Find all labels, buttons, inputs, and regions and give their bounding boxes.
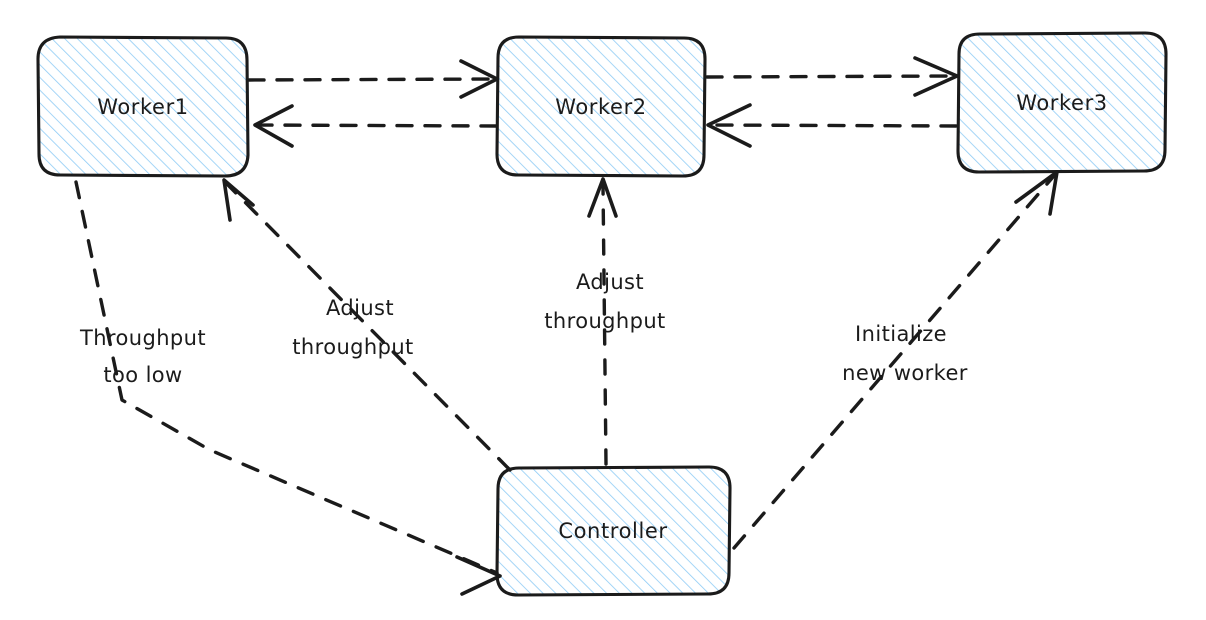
edge-label-adjust-throughput-mid-line2: throughput [544, 309, 665, 333]
edge-worker3-to-worker2[interactable] [706, 103, 958, 148]
node-worker1-label: Worker1 [97, 95, 189, 119]
node-controller-label: Controller [558, 519, 667, 543]
node-worker2[interactable]: Worker2 [495, 35, 707, 178]
node-worker1[interactable]: Worker1 [36, 35, 250, 178]
edge-worker1-to-worker2-arrowhead [459, 59, 499, 99]
edge-controller-to-worker1-line [226, 183, 512, 472]
edge-worker2-to-worker1-line [250, 123, 498, 128]
edge-worker2-to-worker1-arrowhead [253, 104, 294, 148]
node-worker3-shape [956, 31, 1168, 174]
edge-controller-to-worker3-arrowhead [1014, 170, 1059, 216]
edge-label-adjust-throughput-mid-line1: Adjust [576, 270, 644, 294]
node-worker3-label: Worker3 [1016, 91, 1108, 115]
edge-label-adjust-throughput-left-line1: Adjust [326, 296, 394, 320]
edge-label-adjust-throughput-left-line2: throughput [292, 335, 413, 359]
edge-controller-to-worker1-arrowhead [222, 178, 255, 222]
node-worker1-shape [36, 35, 250, 178]
edge-label-initialize-new-worker-line1: Initialize [855, 322, 947, 346]
edge-worker2-to-worker3[interactable] [705, 56, 959, 97]
edge-label-initialize-new-worker-line2: new worker [842, 361, 968, 385]
node-controller-shape [495, 465, 732, 597]
edge-worker3-to-worker2-arrowhead [706, 103, 752, 148]
edge-controller-to-worker3-line [732, 175, 1055, 550]
edge-label-throughput-too-low-line2: too low [103, 363, 182, 387]
edge-worker2-to-worker3-arrowhead [913, 56, 959, 97]
node-worker2-shape [495, 35, 707, 178]
edge-worker1-to-controller-line [74, 180, 499, 575]
edge-worker3-to-worker2-line [708, 123, 958, 128]
edge-worker1-to-controller-arrowhead [455, 555, 502, 596]
node-worker2-label: Worker2 [555, 95, 647, 119]
node-worker3[interactable]: Worker3 [956, 31, 1168, 174]
edge-controller-to-worker2-arrowhead [587, 177, 618, 218]
edge-worker1-to-worker2[interactable] [247, 59, 499, 99]
edge-worker1-to-controller[interactable]: Throughput too low [74, 180, 502, 596]
edge-worker1-to-worker2-line [247, 77, 496, 82]
edge-worker2-to-worker1[interactable] [250, 104, 498, 148]
edge-controller-to-worker1[interactable]: Adjust throughput [222, 178, 512, 472]
edge-label-throughput-too-low-line1: Throughput [79, 326, 206, 350]
edge-worker2-to-worker3-line [705, 74, 957, 79]
edge-controller-to-worker3[interactable]: Initialize new worker [732, 170, 1059, 550]
node-controller[interactable]: Controller [495, 465, 732, 597]
edge-controller-to-worker2[interactable]: Adjust throughput [544, 177, 665, 466]
